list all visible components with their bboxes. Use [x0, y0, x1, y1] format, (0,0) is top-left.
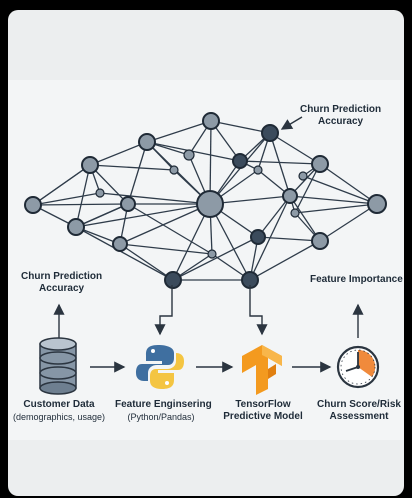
database-icon	[39, 337, 77, 395]
pipeline-label-churn-score: Churn Score/Risk Assessment	[317, 399, 401, 422]
network-edge	[32, 164, 91, 206]
network-edge	[127, 203, 213, 255]
network-node	[24, 196, 42, 214]
network-node	[138, 133, 156, 151]
network-edge	[269, 132, 291, 197]
network-edge	[210, 120, 271, 134]
network-edge	[119, 243, 213, 255]
network-node	[311, 155, 329, 173]
network-edge	[209, 203, 251, 281]
network-node	[290, 208, 300, 218]
network-node	[169, 165, 179, 175]
network-edge	[319, 163, 378, 205]
pipeline-label-tensorflow: TensorFlow Predictive Model	[223, 399, 303, 422]
network-edge	[75, 226, 174, 281]
network-edge	[32, 192, 101, 206]
network-edge	[289, 195, 378, 205]
network-edge	[75, 203, 211, 228]
clock-gauge-icon	[336, 345, 380, 389]
top-right-annotation-line-1: Churn Prediction	[300, 104, 382, 115]
network-edge	[289, 195, 321, 242]
network-edge	[257, 236, 321, 242]
network-node	[202, 112, 220, 130]
network-edge	[146, 120, 212, 143]
diagram-frame	[8, 10, 404, 496]
network-edge	[302, 175, 378, 205]
network-node	[81, 156, 99, 174]
network-edge	[249, 195, 291, 281]
network-node	[311, 232, 329, 250]
network-node	[282, 188, 298, 204]
network-node	[207, 249, 217, 259]
network-edge	[294, 163, 321, 214]
network-node	[95, 188, 105, 198]
network-nodes	[24, 112, 387, 289]
network-edge	[269, 132, 321, 165]
arrow-network-to-tensorflow	[249, 285, 268, 336]
top-right-annotation: Churn Prediction Accuracy	[300, 104, 381, 128]
tensorflow-logo-icon	[242, 345, 282, 395]
network-node	[298, 171, 308, 181]
pipeline-label-feature-engineering: Feature Enginsering (Python/Pandas)	[115, 399, 212, 422]
right-annotation: Feature Importance	[310, 274, 403, 285]
network-node	[183, 149, 195, 161]
network-edge	[319, 203, 378, 242]
network-edge	[119, 203, 211, 245]
network-edges	[32, 120, 378, 281]
network-edge	[239, 160, 321, 165]
network-node	[120, 196, 136, 212]
network-edge	[89, 164, 175, 171]
network-edge	[119, 243, 174, 281]
network-node	[164, 271, 182, 289]
network-edge	[127, 141, 148, 205]
left-annotation-line-2: Accuracy	[39, 283, 85, 294]
network-node	[232, 153, 248, 169]
network-node	[261, 124, 279, 142]
network-edge	[75, 203, 129, 228]
network-edge	[89, 164, 129, 205]
network-edge	[257, 195, 291, 238]
network-node	[67, 218, 85, 236]
network-edge	[89, 141, 148, 166]
pipeline-label-customer-data: Customer Data (demographics, usage)	[12, 399, 106, 422]
network-edge	[249, 240, 321, 281]
network-node	[196, 190, 224, 218]
python-logo-icon	[136, 345, 184, 389]
left-annotation: Churn Prediction Accuracy	[21, 271, 102, 295]
arrow-to-top-annotation	[280, 116, 303, 130]
network-edge	[146, 141, 241, 162]
network-edge	[172, 236, 259, 281]
top-right-annotation-line-2: Accuracy	[318, 116, 364, 127]
left-annotation-line-1: Churn Prediction	[21, 271, 103, 282]
network-edge	[32, 203, 129, 206]
network-edge	[99, 192, 211, 205]
network-node	[367, 194, 387, 214]
network-edge	[294, 203, 378, 214]
arrow-network-to-python	[154, 285, 173, 336]
network-node	[253, 165, 263, 175]
network-node	[250, 229, 266, 245]
network-node	[112, 236, 128, 252]
